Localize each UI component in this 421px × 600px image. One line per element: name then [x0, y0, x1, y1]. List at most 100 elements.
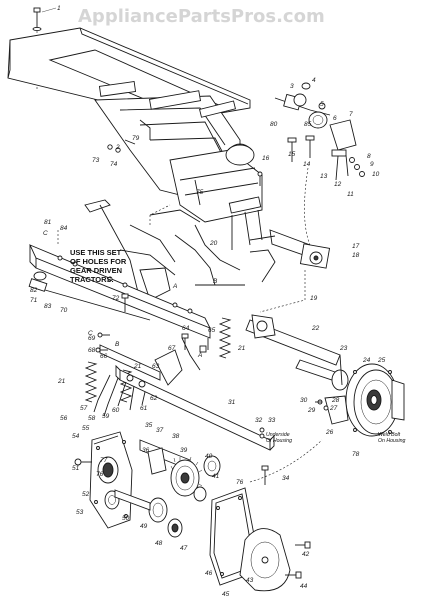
svg-text:GEAR DRIVEN: GEAR DRIVEN: [70, 266, 122, 275]
callout-27: 27: [329, 405, 338, 412]
callout-62: 62: [150, 395, 158, 402]
part-bolts-32-33[interactable]: [259, 427, 265, 439]
part-small-fasteners-mid[interactable]: [95, 293, 209, 353]
svg-text:A: A: [172, 283, 177, 290]
callout-49: 49: [140, 523, 148, 530]
callout-14: 14: [303, 161, 311, 168]
callout-53: 53: [76, 509, 84, 516]
callout-63: 63: [152, 363, 160, 370]
callout-26: 26: [325, 429, 334, 436]
callout-1: 1: [57, 5, 61, 12]
callout-71: 71: [30, 297, 38, 304]
part-bolt-34[interactable]: [261, 465, 269, 485]
callout-47: 47: [180, 545, 188, 552]
leader-dash-2: [149, 204, 171, 225]
callout-54: 54: [72, 433, 80, 440]
callout-21-right: 21: [237, 345, 246, 352]
part-gear-housing-right[interactable]: [345, 363, 405, 437]
callout-61: 61: [140, 405, 148, 412]
part-shaft-assembly[interactable]: [249, 229, 331, 313]
svg-text:USE THIS SET: USE THIS SET: [70, 248, 122, 257]
callout-45: 45: [222, 591, 230, 598]
callout-65: 65: [208, 327, 216, 334]
callout-15: 15: [288, 151, 296, 158]
part-rear-bracket[interactable]: [28, 244, 211, 339]
part-bolt-42[interactable]: [295, 541, 311, 549]
callout-85: 85: [304, 121, 312, 128]
note-weld-bolt: Weld Bolt On Housing: [378, 432, 406, 444]
callout-83: 83: [44, 303, 52, 310]
svg-text:C: C: [43, 230, 48, 237]
callout-74: 74: [110, 161, 118, 168]
callout-57: 57: [80, 405, 88, 412]
part-main-frame[interactable]: [7, 27, 263, 250]
callout-32: 32: [255, 417, 263, 424]
callout-55: 55: [82, 425, 90, 432]
callout-23: 23: [339, 345, 348, 352]
callout-4: 4: [312, 77, 316, 84]
svg-text:B: B: [213, 278, 218, 285]
callout-60: 60: [112, 407, 120, 414]
callout-25: 25: [377, 357, 386, 364]
callout-21-left: 21: [57, 378, 66, 385]
callout-80: 80: [270, 121, 278, 128]
callout-59: 59: [102, 413, 110, 420]
svg-text:Weld Bolt: Weld Bolt: [378, 432, 401, 438]
part-small-fasteners-upper[interactable]: [107, 139, 263, 186]
part-housing-cover[interactable]: [239, 528, 291, 592]
callout-66: 66: [100, 353, 108, 360]
callout-40: 40: [205, 453, 213, 460]
part-bolt-44[interactable]: [285, 571, 302, 579]
callout-29: 29: [307, 407, 316, 414]
callout-12: 12: [334, 181, 342, 188]
callout-64: 64: [182, 325, 190, 332]
callout-17: 17: [352, 243, 360, 250]
callout-38: 38: [172, 433, 180, 440]
callout-58: 58: [88, 415, 96, 422]
part-spring-21-right[interactable]: [218, 317, 232, 359]
callout-28: 28: [331, 397, 340, 404]
svg-text:Of Housing: Of Housing: [266, 438, 292, 444]
callout-67: 67: [168, 345, 176, 352]
callout-81: 81: [44, 219, 52, 226]
callout-79: 79: [132, 135, 140, 142]
reference-letters: A A B B C C: [43, 230, 218, 359]
callout-31: 31: [228, 399, 236, 406]
callout-72: 72: [112, 295, 120, 302]
part-small-bracket[interactable]: [315, 395, 349, 425]
svg-text:TRACTORS.: TRACTORS.: [70, 275, 114, 284]
callout-30: 30: [300, 397, 308, 404]
note-underside-housing: Underside Of Housing: [266, 432, 292, 444]
part-pedal-linkage[interactable]: [84, 199, 276, 301]
part-drive-shaft[interactable]: [245, 314, 349, 391]
callout-52: 52: [82, 491, 90, 498]
svg-text:A: A: [197, 352, 202, 359]
callout-48: 48: [155, 540, 163, 547]
note-gear-driven-holes: USE THIS SET OF HOLES FOR GEAR DRIVEN TR…: [70, 248, 127, 284]
callout-34: 34: [282, 475, 290, 482]
svg-text:B: B: [115, 341, 120, 348]
svg-text:C: C: [88, 330, 93, 337]
callout-56: 56: [60, 415, 68, 422]
part-gear-train[interactable]: [114, 439, 221, 538]
part-spindle-top-right[interactable]: [274, 82, 365, 246]
callout-9: 9: [370, 161, 374, 168]
callout-76-right: 76: [236, 479, 244, 486]
callout-10: 10: [372, 171, 380, 178]
svg-text:Underside: Underside: [266, 432, 290, 438]
callout-82: 82: [30, 287, 38, 294]
callout-70: 70: [60, 307, 68, 314]
callout-35: 35: [145, 422, 153, 429]
part-cross-shaft[interactable]: [99, 344, 275, 451]
callout-6: 6: [333, 115, 337, 122]
callout-37: 37: [156, 427, 164, 434]
callout-22: 22: [311, 325, 320, 332]
part-spring-21-left[interactable]: [84, 361, 98, 403]
part-gear-case-left[interactable]: [74, 431, 133, 529]
callout-24: 24: [362, 357, 371, 364]
callout-75: 75: [196, 189, 204, 196]
callout-43: 43: [246, 577, 254, 584]
part-number-callouts: 1 2 3 4 5 6 7 8 9 10 11 12 13 14 15 16 1…: [30, 5, 386, 598]
